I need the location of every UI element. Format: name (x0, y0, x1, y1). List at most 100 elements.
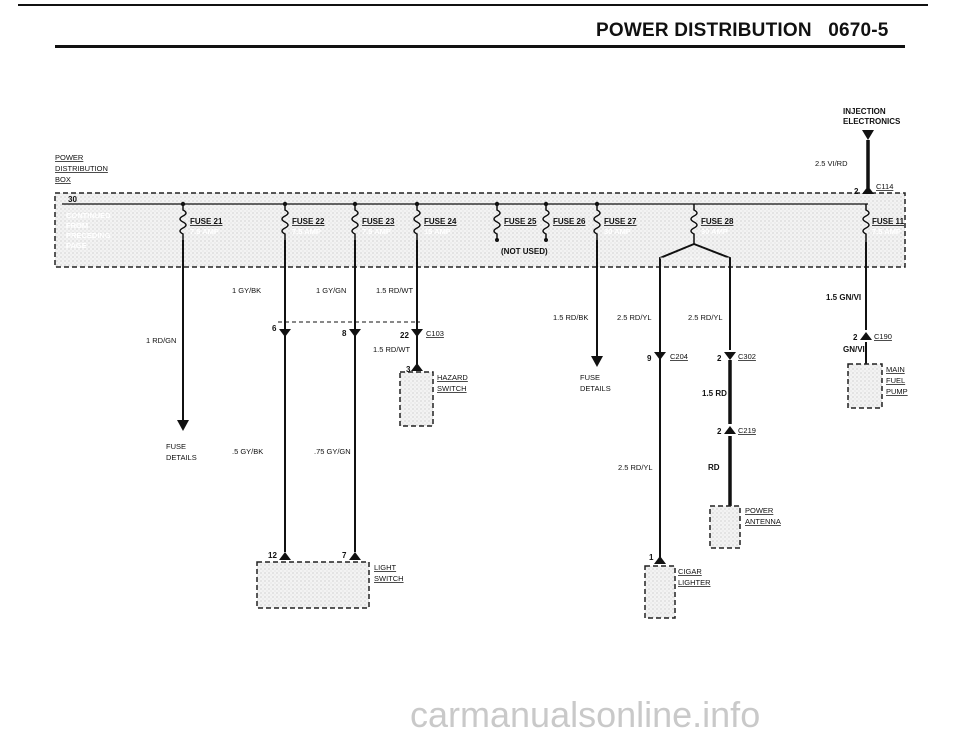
light-label-line-2: SWITCH (374, 574, 404, 583)
power-distribution-box (54, 192, 906, 268)
fuse-23: FUSE 23 7.5 AMP (351, 201, 395, 240)
fuse-22: FUSE 22 7.5 AMP (281, 201, 325, 240)
fuse-24-name: FUSE 24 (424, 217, 457, 226)
fuse-25: FUSE 25 (493, 201, 537, 242)
title-rule (55, 45, 905, 48)
c190-label: C190 (874, 332, 892, 341)
c114-pin-symbol (862, 186, 874, 194)
page-title-text: POWER DISTRIBUTION (596, 20, 812, 41)
fuel-pump-box (847, 363, 883, 409)
c190-pin: 2 (853, 333, 858, 342)
fuse-details-arrow-2 (591, 356, 603, 367)
wire-vi-rd-label: 2.5 VI/RD (815, 159, 848, 168)
fuse-25-name: FUSE 25 (504, 217, 537, 226)
wire-rd-wt-label: 1.5 RD/WT (376, 286, 414, 295)
fuse-11-rating: 7.5 AMP (872, 227, 901, 236)
c302-pin: 2 (717, 354, 722, 363)
fuse-24-rating: 15 AMP (424, 227, 451, 236)
c204-label: C204 (670, 352, 688, 361)
c219-pin-symbol (724, 426, 736, 434)
c302-pin-symbol (724, 352, 736, 360)
c219-pin: 2 (717, 427, 722, 436)
box-label-line-3: BOX (55, 175, 71, 184)
light-switch-box (256, 561, 370, 609)
cigar-label-line-1: CIGAR (678, 567, 702, 576)
c204-pin: 9 (647, 354, 652, 363)
fuse-22-rating: 7.5 AMP (292, 227, 321, 236)
light-pin-7: 7 (342, 551, 347, 560)
fuse-21-rating: 7.5 AMP (190, 227, 219, 236)
page-title: POWER DISTRIBUTION 0670-5 (596, 20, 889, 42)
c190-pin-symbol (860, 332, 872, 340)
cigar-pin: 1 (649, 553, 654, 562)
page-number: 0670-5 (828, 20, 889, 41)
wire-rd-yl-c-label: 2.5 RD/YL (618, 463, 653, 472)
fuse-details-2-line-2: DETAILS (580, 384, 611, 393)
wire-rd-label: 1.5 RD (702, 389, 727, 398)
wire-rd-gn-label: 1 RD/GN (146, 336, 176, 345)
c103-pin-22: 22 (400, 331, 409, 340)
continued-line-1: CONTINUED (66, 211, 111, 220)
hazard-pin: 3 (406, 365, 411, 374)
fuse-22-name: FUSE 22 (292, 217, 325, 226)
fuse-27-rating: 30 AMP (604, 227, 631, 236)
wire-rd-wt2-label: 1.5 RD/WT (373, 345, 411, 354)
c103-pin-6: 6 (272, 324, 277, 333)
injection-label-line-1: INJECTION (843, 107, 886, 116)
antenna-label-line-2: ANTENNA (745, 517, 781, 526)
light-pin-7-symbol (349, 552, 361, 560)
fuse-21: FUSE 21 7.5 AMP (179, 201, 223, 240)
fuse-28: FUSE 28 30 AMP (690, 204, 734, 244)
fuse-details-arrow-1 (177, 420, 189, 431)
fuse-11-name: FUSE 11 (872, 217, 905, 226)
fuse-26: FUSE 26 (542, 201, 586, 242)
fuse-details-2-line-1: FUSE (580, 373, 600, 382)
hazard-pin-symbol (411, 363, 423, 371)
power-antenna-box (709, 505, 741, 549)
hazard-label-line-1: HAZARD (437, 373, 468, 382)
wire-gn-vi2-label: GN/VI (843, 345, 865, 354)
wire-rd-bk-label: 1.5 RD/BK (553, 313, 588, 322)
antenna-label-line-1: POWER (745, 506, 774, 515)
c302-label: C302 (738, 352, 756, 361)
injection-arrow (862, 130, 874, 140)
continued-line-4: PAGE (66, 241, 87, 250)
c103-pin-8: 8 (342, 329, 347, 338)
cigar-pin-symbol (654, 556, 666, 564)
light-pin-12-symbol (279, 552, 291, 560)
not-used-label: (NOT USED) (501, 247, 548, 256)
pump-label-line-3: PUMP (886, 387, 908, 396)
light-pin-12: 12 (268, 551, 277, 560)
hazard-label-line-2: SWITCH (437, 384, 467, 393)
fuse-23-name: FUSE 23 (362, 217, 395, 226)
fuse-11: FUSE 11 7.5 AMP (862, 204, 905, 242)
box-label-line-1: POWER (55, 153, 84, 162)
box-label-line-2: DISTRIBUTION (55, 164, 108, 173)
wire-rd2-label: RD (708, 463, 720, 472)
c114-label: C114 (876, 182, 893, 191)
c103-pin-6-symbol (279, 329, 291, 337)
terminal-30-label: 30 (68, 195, 77, 204)
pump-label-line-1: MAIN (886, 365, 905, 374)
wire-rd-yl-a-label: 2.5 RD/YL (617, 313, 652, 322)
c204-pin-symbol (654, 352, 666, 360)
continued-line-2: FROM (66, 221, 88, 230)
fuse-28-rating: 30 AMP (701, 227, 728, 236)
cigar-label-line-2: LIGHTER (678, 578, 711, 587)
fuse-26-name: FUSE 26 (553, 217, 586, 226)
c114-pin: 2 (854, 187, 859, 196)
top-edge-line (18, 4, 928, 6)
wire-gy-bk-label: 1 GY/BK (232, 286, 261, 295)
watermark: carmanualsonline.info (410, 694, 761, 735)
fuse-27-name: FUSE 27 (604, 217, 637, 226)
cigar-lighter-box (644, 565, 676, 619)
fuse-23-rating: 7.5 AMP (362, 227, 391, 236)
wire-gy-gn-label: 1 GY/GN (316, 286, 346, 295)
wire-rd-yl-left (659, 243, 695, 560)
continued-line-3: PRECEDING (66, 231, 111, 240)
wire-rd-yl-right (693, 243, 731, 350)
wire-rd-yl-b-label: 2.5 RD/YL (688, 313, 723, 322)
c103-pin-8-symbol (349, 329, 361, 337)
wire-gy-bk-s-label: .5 GY/BK (232, 447, 263, 456)
